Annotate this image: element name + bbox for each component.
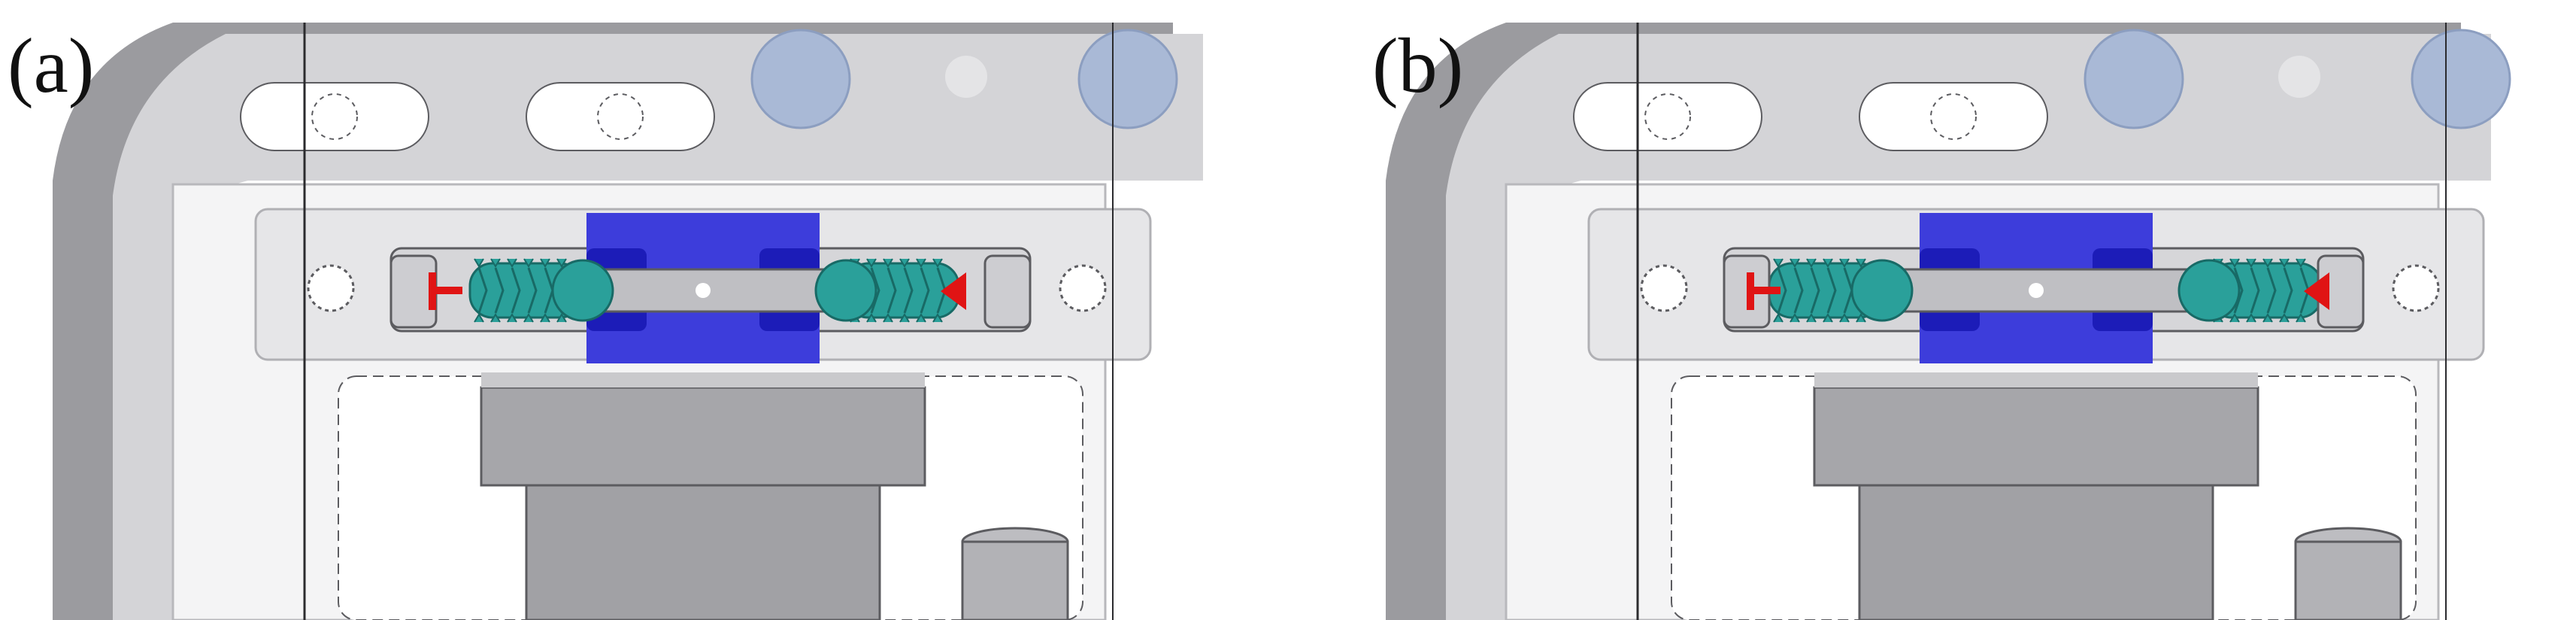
screw-head-b-left	[1850, 259, 1914, 322]
panel-label-a: (a)	[8, 23, 95, 109]
screw-tooth-a-right	[932, 258, 943, 323]
screw-hole-icon	[2392, 264, 2440, 312]
screw-tooth-a-right	[899, 258, 910, 323]
screw-tooth-b-left	[1839, 258, 1850, 323]
screw-tooth-a-left	[474, 258, 484, 323]
screw-hole-icon	[1059, 264, 1107, 312]
screw-thread-b-right	[2283, 267, 2293, 314]
screw-thread-b-left	[1826, 267, 1837, 314]
screw-thread-a-left	[511, 267, 521, 314]
screw-tooth-b-left	[1773, 258, 1784, 323]
screw-head-b-right	[2177, 259, 2241, 322]
panel-a: (a)	[8, 23, 1203, 620]
screw-tooth-b-right	[2229, 258, 2240, 323]
small-hole-b	[2278, 56, 2320, 98]
lower-stem-a	[525, 484, 881, 620]
screw-thread-b-left	[1777, 267, 1787, 314]
screw-hole-icon	[597, 93, 644, 140]
screw-tooth-b-right	[2246, 258, 2256, 323]
screw-tooth-a-left	[507, 258, 517, 323]
lower-stem-b	[1858, 484, 2214, 620]
block-cap-b	[1814, 372, 2258, 388]
screw-tooth-b-right	[2262, 258, 2273, 323]
block-cap-a	[481, 372, 925, 388]
screw-thread-a-right	[886, 267, 897, 314]
screw-tooth-b-left	[1823, 258, 1833, 323]
bolt-head-icon	[2084, 29, 2184, 129]
screw-thread-a-left	[477, 267, 488, 314]
screw-tooth-a-right	[866, 258, 877, 323]
screw-hole-icon	[1640, 264, 1688, 312]
screw-hole-icon	[311, 93, 358, 140]
lower-block-b	[1813, 386, 2259, 487]
lower-block-a	[480, 386, 926, 487]
screw-thread-a-right	[870, 267, 880, 314]
cylinder-body-a	[961, 540, 1069, 620]
screw-hole-icon	[1930, 93, 1977, 140]
red-marker-icon	[2304, 272, 2329, 310]
assembly-a	[53, 23, 1203, 620]
screw-tooth-a-left	[523, 258, 534, 323]
cad-drawing-b	[1386, 23, 2511, 620]
screw-tooth-b-right	[2296, 258, 2306, 323]
screw-thread-a-right	[903, 267, 914, 314]
bolt-head-icon	[750, 29, 851, 129]
screw-tooth-b-left	[1806, 258, 1817, 323]
bolt-head-icon	[2411, 29, 2511, 129]
screw-thread-b-left	[1793, 267, 1804, 314]
rod-center-a	[696, 283, 711, 298]
screw-tooth-a-right	[883, 258, 893, 323]
small-hole-a	[945, 56, 987, 98]
screw-hole-icon	[1644, 93, 1691, 140]
panel-label-b: (b)	[1372, 23, 1464, 109]
frame-plate-b	[1446, 34, 2491, 620]
screw-hole-icon	[307, 264, 355, 312]
screw-thread-a-left	[494, 267, 505, 314]
screw-head-a-right	[814, 259, 877, 322]
screw-tooth-b-left	[1790, 258, 1800, 323]
screw-thread-b-right	[2233, 267, 2244, 314]
slot-a-1	[526, 82, 715, 151]
screw-thread-b-left	[1810, 267, 1820, 314]
cylinder-body-b	[2294, 540, 2402, 620]
screw-thread-a-right	[920, 267, 930, 314]
slot-a-0	[240, 82, 429, 151]
screw-head-a-left	[551, 259, 614, 322]
red-marker-icon	[1747, 272, 1780, 310]
panel-b: (b)	[1288, 0, 2576, 620]
slot-b-0	[1573, 82, 1762, 151]
rod-center-b	[2029, 283, 2044, 298]
frame-plate-a	[113, 34, 1203, 620]
screw-tooth-a-left	[556, 258, 567, 323]
screw-tooth-b-right	[2279, 258, 2290, 323]
red-marker-icon	[941, 272, 966, 310]
red-marker-icon	[429, 272, 462, 310]
bolt-head-icon	[1077, 29, 1178, 129]
end-cap-right-a	[983, 254, 1032, 329]
slot-b-1	[1859, 82, 2048, 151]
screw-tooth-a-left	[540, 258, 550, 323]
screw-thread-b-right	[2250, 267, 2260, 314]
cad-drawing-a	[53, 23, 1203, 620]
screw-tooth-a-right	[916, 258, 926, 323]
screw-thread-b-right	[2266, 267, 2277, 314]
assembly-b	[1386, 23, 2511, 620]
screw-tooth-a-left	[490, 258, 501, 323]
screw-tooth-b-left	[1856, 258, 1866, 323]
screw-thread-a-left	[527, 267, 538, 314]
